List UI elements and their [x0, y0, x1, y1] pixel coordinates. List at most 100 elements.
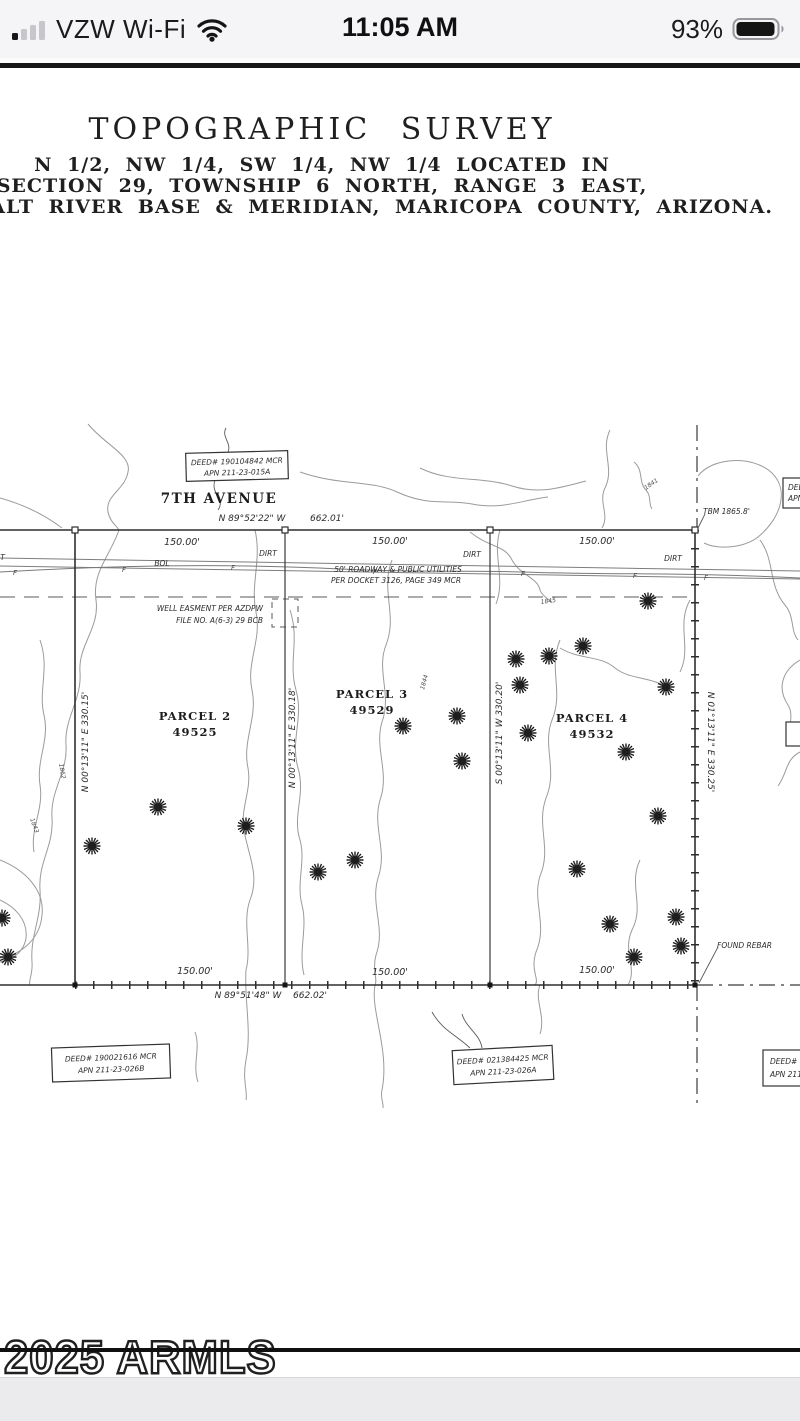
deed-box-southeast: DEED# 1 APN 211: [762, 1049, 800, 1087]
title-legal-line-1: N 1/2, NW 1/4, SW 1/4, NW 1/4 LOCATED IN: [34, 154, 610, 176]
svg-text:F: F: [231, 564, 236, 572]
section-line: [696, 425, 800, 1105]
south-distance: 662.02': [293, 991, 327, 1001]
tree-symbol: [617, 743, 635, 761]
svg-text:1845: 1845: [540, 597, 556, 606]
deed-southeast-line2: APN 211: [769, 1070, 800, 1079]
svg-text:1862: 1862: [57, 763, 67, 779]
dirt-label-2: DIRT: [463, 550, 482, 559]
dirt-label-left: DIRT: [0, 553, 6, 562]
top-dim-1: 150.00': [164, 537, 200, 548]
bottom-dim-3: 150.00': [579, 965, 615, 976]
tree-symbol: [453, 752, 471, 770]
mid-west-bearing: N 00°13'11" E 330.18': [288, 688, 298, 788]
svg-text:F: F: [704, 574, 709, 582]
status-bar-left: VZW Wi-Fi: [0, 14, 228, 45]
well-easement-line2: FILE NO. A(6-3) 29 BCB: [176, 616, 263, 625]
tree-symbol: [667, 908, 685, 926]
clock-time: 11:05 AM: [341, 12, 459, 42]
title-legal-line-3: GILA & SALT RIVER BASE & MERIDIAN, MARIC…: [0, 196, 774, 218]
tree-symbol: [507, 650, 525, 668]
title-legal-line-2: SECTION 29, TOWNSHIP 6 NORTH, RANGE 3 EA…: [0, 175, 648, 197]
tree-symbol: [309, 863, 327, 881]
deed-box-south: DEED# 021384425 MCR APN 211-23-026A: [451, 1044, 555, 1086]
parcel-3-number: 49529: [349, 703, 394, 717]
tree-symbol: [519, 724, 537, 742]
dirt-label-3: DIRT: [664, 554, 683, 563]
status-bar-right: 93%: [671, 0, 786, 58]
tree-symbol: [540, 647, 558, 665]
tbm-label: TBM 1865.8': [703, 507, 750, 516]
tree-symbol: [639, 592, 657, 610]
roadway-easement-line2: PER DOCKET 3126, PAGE 349 MCR: [331, 576, 461, 585]
deed-southeast-line1: DEED# 1: [770, 1057, 800, 1066]
parcel-2-number: 49525: [172, 725, 217, 739]
carrier-label: VZW Wi-Fi: [56, 13, 187, 44]
deed-box-northeast: DEED APN: [782, 477, 800, 509]
tree-symbol: [149, 798, 167, 816]
survey-drawing: DEED# 190104842 MCR APN 211-23-015A DEED…: [0, 423, 800, 1109]
tree-symbol: [574, 637, 592, 655]
survey-title-block: TOPOGRAPHIC SURVEY N 1/2, NW 1/4, SW 1/4…: [0, 112, 773, 218]
dirt-label-1: DIRT: [259, 549, 278, 558]
cell-signal-icon: [12, 21, 45, 40]
tree-symbol: [346, 851, 364, 869]
parcel-3-name: PARCEL 3: [336, 687, 408, 701]
bol-label: BOL: [154, 559, 169, 568]
deed-southwest-line1: DEED# 190021616 MCR: [65, 1051, 157, 1063]
found-rebar-label: FOUND REBAR: [717, 941, 772, 950]
west-bearing: N 00°13'11" E 330.15': [81, 692, 91, 792]
battery-percent-label: 93%: [670, 13, 723, 44]
tree-symbol: [672, 937, 690, 955]
svg-text:1844: 1844: [419, 674, 430, 691]
top-dim-3: 150.00': [579, 536, 615, 547]
parcel-4-name: PARCEL 4: [556, 711, 628, 725]
tree-symbol: [448, 707, 466, 725]
deed-south-line2: APN 211-23-026A: [469, 1065, 537, 1078]
svg-text:1843: 1843: [28, 817, 40, 834]
south-bearing: N 89°51'48" W: [215, 991, 283, 1001]
page-top-divider: [0, 63, 800, 68]
svg-text:F: F: [122, 566, 127, 574]
deed-box-north: DEED# 190104842 MCR APN 211-23-015A: [185, 450, 289, 482]
battery-icon: [732, 18, 784, 40]
tree-symbol: [511, 676, 529, 694]
well-easement-line1: WELL EASMENT PER AZDPW: [157, 604, 264, 613]
tree-symbol: [625, 948, 643, 966]
statusbar-gap: [0, 58, 800, 63]
svg-text:F: F: [13, 569, 18, 577]
deed-northeast-line2: APN: [787, 494, 800, 503]
watermark-strike-line: [0, 1348, 800, 1352]
mid-east-bearing: S 00°13'11" W 330.20': [495, 682, 505, 785]
tree-symbol: [649, 807, 667, 825]
tree-symbol: [601, 915, 619, 933]
page-title: TOPOGRAPHIC SURVEY: [88, 112, 556, 147]
east-bearing: N 01°13'11" E 330.25': [705, 692, 715, 792]
fence-marks: F F F F F F F: [13, 564, 709, 582]
parcel-2-name: PARCEL 2: [159, 709, 231, 723]
bottom-dim-2: 150.00': [372, 967, 408, 978]
tree-symbol: [568, 860, 586, 878]
parcel-boundary: [0, 526, 699, 989]
status-bar: VZW Wi-Fi 11:05 AM 93%: [0, 0, 800, 58]
north-distance: 662.01': [310, 514, 344, 524]
parcel-4-number: 49532: [569, 727, 614, 741]
roadway-easement-line1: 50' ROADWAY & PUBLIC UTILITIES: [334, 565, 462, 574]
svg-text:F: F: [521, 570, 526, 578]
bottom-gray-bar: [0, 1377, 800, 1421]
tree-symbol: [0, 948, 17, 966]
street-label: 7TH AVENUE: [161, 491, 278, 507]
north-bearing: N 89°52'22" W: [219, 514, 287, 524]
leader-lines: [213, 427, 719, 1049]
armls-watermark: 2025 ARMLS: [3, 1330, 277, 1385]
deed-box-east: [785, 721, 800, 747]
top-dim-2: 150.00': [372, 536, 408, 547]
svg-text:F: F: [633, 572, 638, 580]
svg-text:F: F: [373, 568, 378, 576]
deed-north-line2: APN 211-23-015A: [203, 467, 271, 478]
svg-text:1841: 1841: [643, 477, 660, 491]
tree-symbol: [657, 678, 675, 696]
tree-symbol: [237, 817, 255, 835]
deed-box-southwest: DEED# 190021616 MCR APN 211-23-026B: [50, 1043, 172, 1083]
deed-northeast-line1: DEED: [788, 483, 800, 492]
